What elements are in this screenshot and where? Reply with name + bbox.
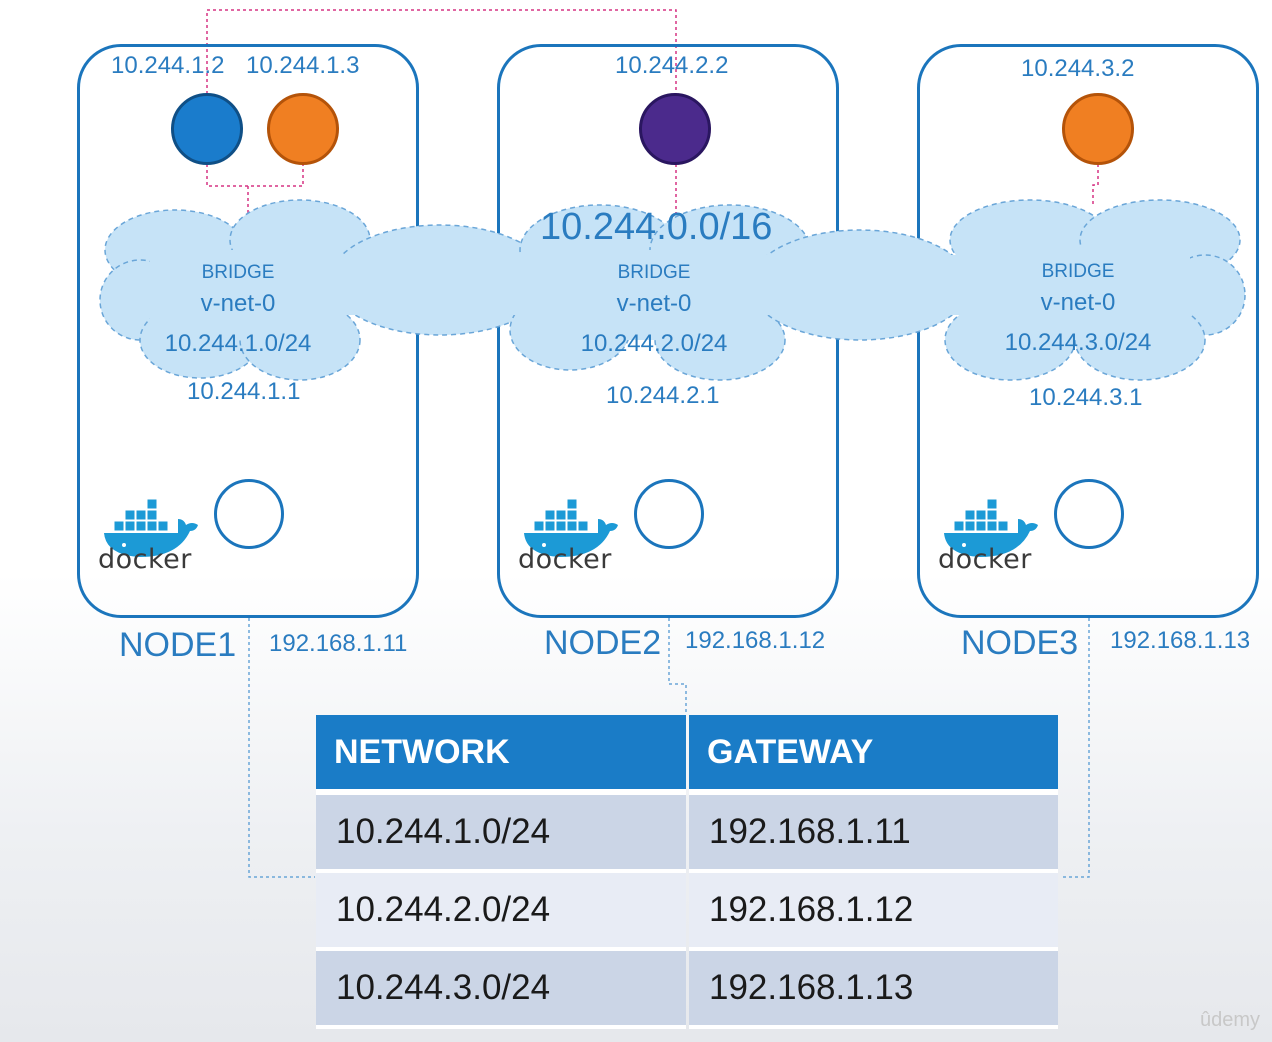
bridge-gateway-ip: 10.244.1.1 — [187, 378, 301, 405]
host-interface-circle — [1054, 479, 1124, 549]
bridge-subnet-label: 10.244.3.0/24 — [1004, 329, 1152, 356]
host-interface-circle — [214, 479, 284, 549]
docker-whale-icon — [524, 498, 618, 557]
gateway-cell: 192.168.1.11 — [689, 795, 1058, 873]
pod-ip-label: 10.244.3.2 — [1021, 55, 1135, 82]
node-label: NODE2 — [544, 624, 662, 662]
table-row: 10.244.1.0/24 192.168.1.11 — [316, 795, 1058, 873]
node3-bridge: BRIDGE v-net-0 10.244.3.0/24 — [998, 261, 1158, 357]
node-label: NODE3 — [961, 624, 1079, 662]
udemy-watermark: ûdemy — [1199, 1009, 1260, 1031]
gateway-cell: 192.168.1.13 — [689, 951, 1058, 1029]
bridge-type-label: BRIDGE — [1041, 261, 1115, 282]
pod-circle-orange — [267, 93, 339, 165]
table-header: GATEWAY — [689, 715, 1058, 795]
node-label: NODE1 — [119, 626, 237, 664]
node1-bridge: BRIDGE v-net-0 10.244.1.0/24 — [158, 262, 318, 358]
bridge-type-label: BRIDGE — [617, 262, 691, 283]
pod-circle-purple — [639, 93, 711, 165]
gateway-cell: 192.168.1.12 — [689, 873, 1058, 951]
cluster-cidr-label: 10.244.0.0/16 — [540, 206, 773, 248]
bridge-name-label: v-net-0 — [200, 290, 276, 317]
docker-logo-text: docker — [518, 544, 612, 575]
pod-ip-label: 10.244.1.3 — [246, 52, 360, 79]
bridge-name-label: v-net-0 — [616, 290, 692, 317]
node-host-ip: 192.168.1.12 — [685, 627, 826, 654]
network-cell: 10.244.1.0/24 — [316, 795, 686, 873]
bridge-subnet-label: 10.244.2.0/24 — [580, 330, 728, 357]
host-interface-circle — [634, 479, 704, 549]
route-table: NETWORK GATEWAY 10.244.1.0/24 192.168.1.… — [313, 715, 1061, 1029]
bridge-type-label: BRIDGE — [201, 262, 275, 283]
docker-logo-text: docker — [938, 544, 1032, 575]
pod-circle-blue — [171, 93, 243, 165]
table-header: NETWORK — [316, 715, 686, 795]
node2-bridge: BRIDGE v-net-0 10.244.2.0/24 — [574, 262, 734, 358]
table-row: 10.244.3.0/24 192.168.1.13 — [316, 951, 1058, 1029]
bridge-gateway-ip: 10.244.3.1 — [1029, 384, 1143, 411]
bridge-gateway-ip: 10.244.2.1 — [606, 382, 720, 409]
network-cell: 10.244.3.0/24 — [316, 951, 686, 1029]
node-host-ip: 192.168.1.13 — [1110, 627, 1251, 654]
docker-whale-icon — [944, 498, 1038, 557]
table-row: 10.244.2.0/24 192.168.1.12 — [316, 873, 1058, 951]
docker-logo-text: docker — [98, 544, 192, 575]
pod-ip-label: 10.244.2.2 — [615, 52, 729, 79]
bridge-subnet-label: 10.244.1.0/24 — [164, 330, 312, 357]
node-host-ip: 192.168.1.11 — [269, 630, 408, 657]
bridge-name-label: v-net-0 — [1040, 289, 1116, 316]
pod-circle-orange — [1062, 93, 1134, 165]
network-cell: 10.244.2.0/24 — [316, 873, 686, 951]
docker-whale-icon — [104, 498, 198, 557]
pod-ip-label: 10.244.1.2 — [111, 52, 225, 79]
